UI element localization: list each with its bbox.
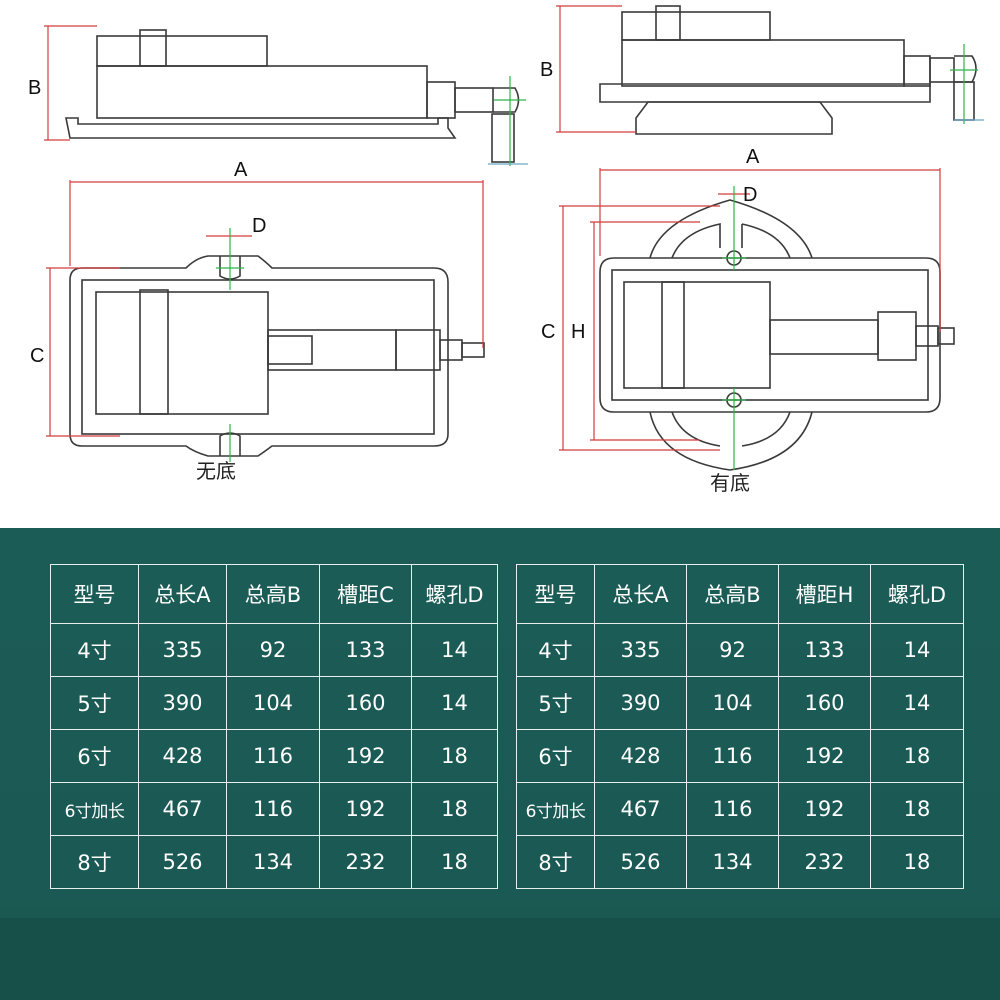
table-cell: 6寸加长 <box>516 782 595 836</box>
table-cell: 232 <box>319 835 412 889</box>
table-row: 5寸 390 104 160 14 <box>50 676 498 730</box>
table-cell: 6寸 <box>50 729 139 783</box>
table-cell: 5寸 <box>50 676 139 730</box>
table-cell: 335 <box>138 623 227 677</box>
table-cell: 18 <box>870 782 964 836</box>
table-cell: 116 <box>226 782 320 836</box>
top-view-left <box>69 255 485 457</box>
table-row: 5寸 390 104 160 14 <box>516 676 964 730</box>
table-cell: 160 <box>778 676 871 730</box>
dim-label-b-left: B <box>28 77 41 99</box>
table-cell: 192 <box>778 729 871 783</box>
side-view-right <box>599 5 977 135</box>
table-cell: 18 <box>411 782 498 836</box>
dim-label-b-right: B <box>540 59 553 81</box>
table-cell: 18 <box>411 835 498 889</box>
center-lines <box>216 44 978 470</box>
table-cell: 428 <box>138 729 227 783</box>
header-cell: 总长A <box>594 564 687 624</box>
table-cell: 6寸 <box>516 729 595 783</box>
dim-label-c-right: C <box>541 321 555 343</box>
table-cell: 116 <box>226 729 320 783</box>
table-cell: 192 <box>319 729 412 783</box>
header-cell: 螺孔D <box>870 564 964 624</box>
table-row: 6寸 428 116 192 18 <box>516 729 964 783</box>
table-cell: 526 <box>594 835 687 889</box>
table-cell: 6寸加长 <box>50 782 139 836</box>
top-view-right <box>599 199 955 471</box>
table-cell: 14 <box>411 623 498 677</box>
technical-drawing: B A C D B A C H D 无底 有底 <box>28 5 984 495</box>
ground-lines <box>488 119 984 165</box>
header-cell: 型号 <box>516 564 595 624</box>
table-cell: 133 <box>778 623 871 677</box>
table-row: 8寸 526 134 232 18 <box>516 835 964 889</box>
caption-no-base: 无底 <box>196 459 236 483</box>
dim-label-d-left: D <box>252 215 266 237</box>
table-row: 4寸 335 92 133 14 <box>50 623 498 677</box>
spec-panel: 型号 总长A 总高B 槽距C 螺孔D 4寸 335 92 133 14 5寸 3… <box>0 528 1000 1000</box>
table-cell: 8寸 <box>516 835 595 889</box>
table-row: 4寸 335 92 133 14 <box>516 623 964 677</box>
header-cell: 槽距C <box>319 564 412 624</box>
table-cell: 390 <box>138 676 227 730</box>
table-cell: 8寸 <box>50 835 139 889</box>
table-cell: 526 <box>138 835 227 889</box>
header-cell: 总长A <box>138 564 227 624</box>
table-row: 6寸加长 467 116 192 18 <box>516 782 964 836</box>
dim-label-d-right: D <box>743 184 757 206</box>
table-cell: 18 <box>870 835 964 889</box>
side-view-left <box>65 29 520 163</box>
table-cell: 92 <box>686 623 779 677</box>
table-cell: 104 <box>686 676 779 730</box>
table-cell: 4寸 <box>516 623 595 677</box>
table-cell: 335 <box>594 623 687 677</box>
table-cell: 4寸 <box>50 623 139 677</box>
dim-label-c-left: C <box>30 345 44 367</box>
table-row: 8寸 526 134 232 18 <box>50 835 498 889</box>
bottom-band <box>0 918 1000 1000</box>
header-cell: 型号 <box>50 564 139 624</box>
table-cell: 104 <box>226 676 320 730</box>
table-cell: 192 <box>319 782 412 836</box>
table-cell: 92 <box>226 623 320 677</box>
dim-label-h-right: H <box>571 321 585 343</box>
dimension-lines <box>44 5 941 451</box>
table-cell: 192 <box>778 782 871 836</box>
table-cell: 134 <box>686 835 779 889</box>
caption-with-base: 有底 <box>710 471 750 495</box>
table-cell: 14 <box>870 676 964 730</box>
table-cell: 18 <box>411 729 498 783</box>
spec-table-with-base: 型号 总长A 总高B 槽距H 螺孔D 4寸 335 92 133 14 5寸 3… <box>516 564 964 889</box>
table-cell: 18 <box>870 729 964 783</box>
table-row: 6寸加长 467 116 192 18 <box>50 782 498 836</box>
table-cell: 390 <box>594 676 687 730</box>
table-cell: 467 <box>594 782 687 836</box>
table-row: 6寸 428 116 192 18 <box>50 729 498 783</box>
table-cell: 14 <box>411 676 498 730</box>
header-cell: 槽距H <box>778 564 871 624</box>
table-cell: 160 <box>319 676 412 730</box>
table-cell: 5寸 <box>516 676 595 730</box>
header-cell: 螺孔D <box>411 564 498 624</box>
table-cell: 116 <box>686 729 779 783</box>
table-cell: 14 <box>870 623 964 677</box>
table-cell: 134 <box>226 835 320 889</box>
spec-table-no-base: 型号 总长A 总高B 槽距C 螺孔D 4寸 335 92 133 14 5寸 3… <box>50 564 498 889</box>
table-cell: 428 <box>594 729 687 783</box>
table-cell: 467 <box>138 782 227 836</box>
table-header-row: 型号 总长A 总高B 槽距H 螺孔D <box>516 564 964 624</box>
table-cell: 232 <box>778 835 871 889</box>
dim-label-a-left: A <box>234 159 248 181</box>
dim-label-a-right: A <box>746 146 760 168</box>
header-cell: 总高B <box>226 564 320 624</box>
header-cell: 总高B <box>686 564 779 624</box>
table-cell: 133 <box>319 623 412 677</box>
table-cell: 116 <box>686 782 779 836</box>
table-header-row: 型号 总长A 总高B 槽距C 螺孔D <box>50 564 498 624</box>
